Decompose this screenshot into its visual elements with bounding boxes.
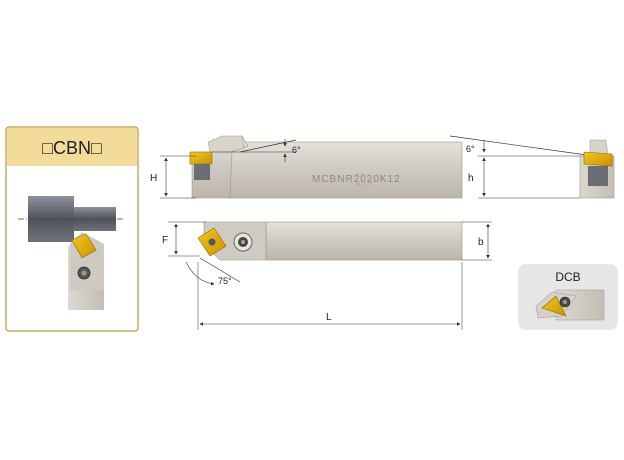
dim-h: h <box>468 173 474 184</box>
engraving-text: MCBNR2020K12 <box>312 174 401 185</box>
dim-b: b <box>478 237 484 248</box>
dim-H: H <box>150 173 157 184</box>
svg-text:◎ ▭ ⊤: ◎ ▭ ⊤ <box>356 182 372 188</box>
dim-angle-left: 6° <box>292 145 301 155</box>
legend-holder-illustration <box>68 232 104 310</box>
side-view-insert <box>189 151 213 165</box>
dcb-insert <box>541 295 567 317</box>
dim-angle-75: 75° <box>218 276 232 286</box>
legend-title: □CBN□ <box>42 138 102 158</box>
side-view-shank <box>227 141 463 199</box>
workpiece-illustration <box>18 196 124 242</box>
legend-title-band <box>7 128 137 166</box>
dim-F: F <box>162 235 168 246</box>
legend-box: □CBN□ <box>5 126 139 332</box>
end-view-insert <box>583 151 613 167</box>
side-view: MCBNR2020K12 ≡ ▭ ⌂ ◎ ▭ ⊤ 6° H <box>150 135 463 199</box>
dim-angle-right: 6° <box>466 144 475 154</box>
end-view: 6° h <box>449 135 615 199</box>
top-view: F b 75° L <box>162 221 492 330</box>
dim-L: L <box>326 312 332 323</box>
legend-insert <box>71 233 97 259</box>
top-view-shank <box>265 221 463 261</box>
insert-panel-label: DCB <box>555 270 580 284</box>
insert-panel: DCB <box>518 264 618 330</box>
svg-text:≡ ▭ ⌂: ≡ ▭ ⌂ <box>356 172 369 178</box>
